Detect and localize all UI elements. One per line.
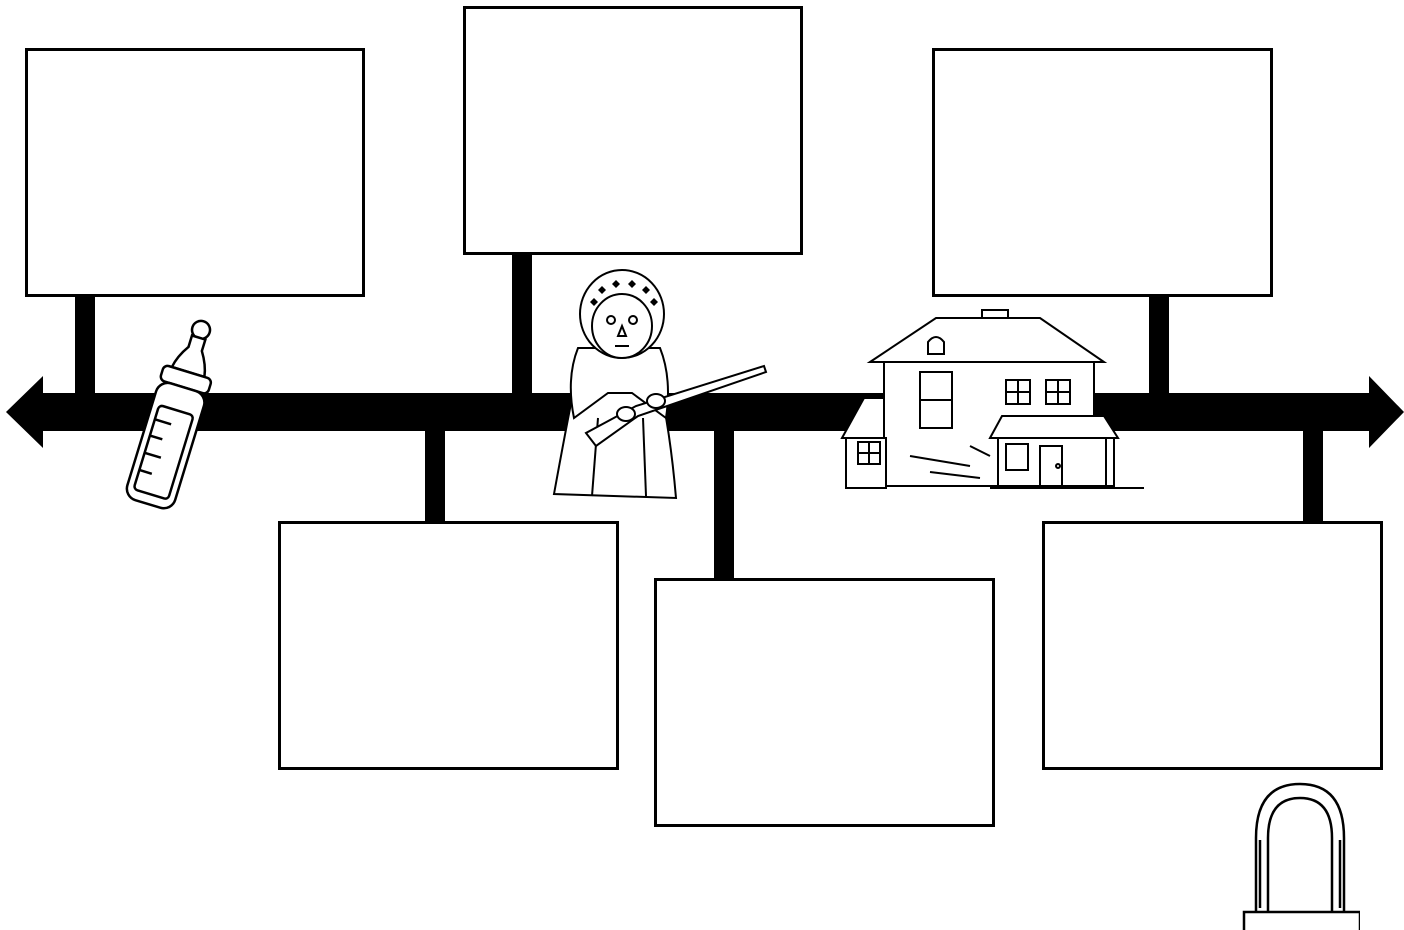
left-arrowhead — [6, 376, 43, 448]
baby-bottle-icon — [125, 319, 213, 510]
padlock-icon — [1242, 782, 1360, 930]
woman-with-rifle-icon — [552, 269, 768, 500]
stem-bottom-3 — [1303, 428, 1323, 524]
box-bottom-1[interactable] — [278, 521, 619, 770]
box-top-1[interactable] — [25, 48, 365, 297]
stem-top-1 — [75, 296, 95, 396]
stem-top-3 — [1149, 296, 1169, 396]
stem-bottom-1 — [425, 428, 445, 524]
stem-bottom-2 — [714, 428, 734, 580]
box-top-3[interactable] — [932, 48, 1273, 297]
house-icon — [840, 309, 1144, 489]
right-arrowhead — [1369, 376, 1404, 448]
timeline-bar — [40, 393, 1370, 431]
stem-top-2 — [512, 254, 532, 396]
box-bottom-2[interactable] — [654, 578, 995, 827]
box-top-2[interactable] — [463, 6, 803, 255]
box-bottom-3[interactable] — [1042, 521, 1383, 770]
